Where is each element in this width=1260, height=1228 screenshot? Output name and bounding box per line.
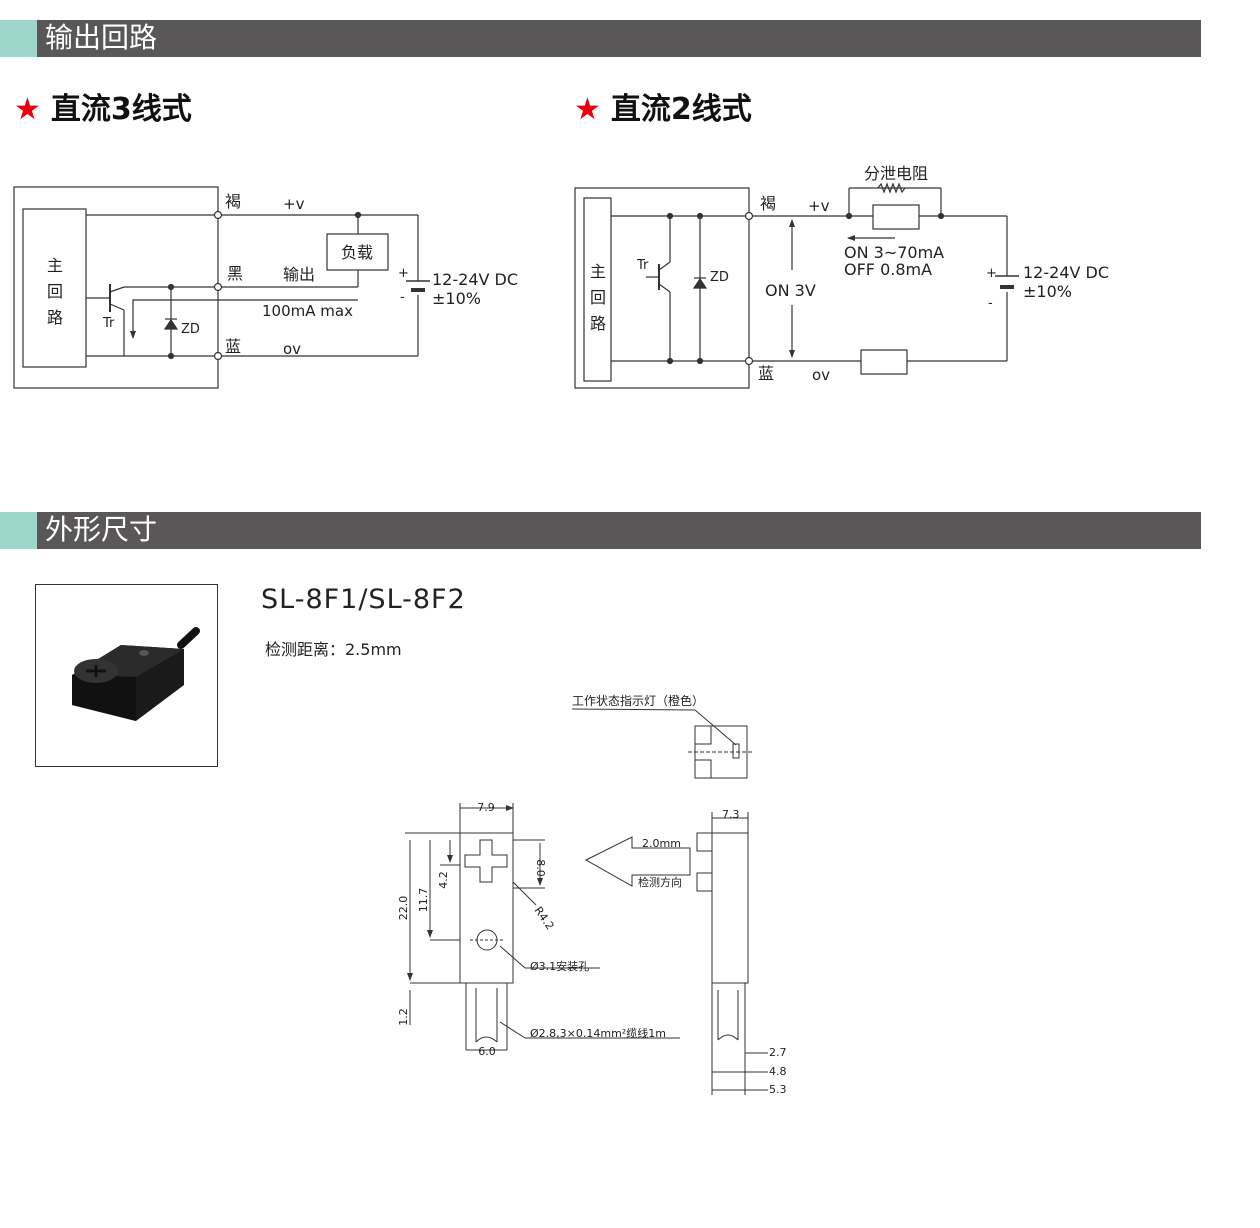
section-accent — [0, 20, 37, 57]
terminal-label: +v — [283, 195, 305, 213]
load-box — [326, 233, 389, 271]
transistor-emitter — [658, 283, 671, 293]
sense-direction-label: 检测方向 — [638, 875, 682, 889]
main-circuit-label: 主 — [47, 256, 63, 275]
zener-diode — [692, 277, 708, 289]
terminal-label: +v — [808, 197, 830, 215]
heading-dc-3wire: ★ 直流3线式 — [14, 92, 192, 128]
main-circuit-label: 主 — [590, 262, 606, 281]
dim-label: 11.7 — [417, 888, 430, 913]
wire-color-label: 黑 — [227, 264, 243, 283]
cross-mark — [464, 839, 508, 883]
dim-label: 4.2 — [437, 871, 450, 889]
front-view-body — [459, 832, 514, 984]
side-view-body — [711, 832, 749, 984]
hole-label: Ø3.1安装孔 — [530, 959, 589, 973]
terminal-label: ov — [812, 366, 830, 384]
circuit-2wire-labels: 主 回 路 Tr ZD 褐 +v 蓝 ov 分泄电阻 ON 3~70mA OFF… — [590, 164, 1109, 384]
transistor-label: Tr — [636, 258, 649, 273]
bleeder-resistor — [872, 204, 920, 230]
dim-label: 6.0 — [478, 1045, 496, 1058]
bleeder-label: 分泄电阻 — [864, 164, 928, 183]
dimension-labels: 工作状态指示灯（橙色） 7.9 7.3 8.0 4.2 11.7 22.0 1.… — [397, 693, 787, 1096]
radius-label: R4.2 — [532, 904, 557, 932]
section-header-dimensions: 外形尺寸 — [0, 512, 1201, 549]
transistor-label: Tr — [102, 316, 115, 331]
dimension-drawing — [405, 708, 768, 1095]
zener-label: ZD — [710, 270, 729, 285]
section-accent — [0, 512, 37, 549]
circuit-2wire — [574, 182, 1019, 389]
supply-label: 12-24V DC — [1023, 263, 1109, 282]
transistor-collector — [658, 261, 671, 271]
dim-label: 7.9 — [477, 801, 495, 814]
polarity-label: - — [400, 290, 405, 305]
wire-color-label: 褐 — [225, 192, 241, 211]
section-title: 输出回路 — [45, 21, 158, 54]
indicator-label: 工作状态指示灯（橙色） — [572, 693, 704, 708]
zener-diode — [163, 318, 179, 330]
wire-color-label: 蓝 — [225, 337, 241, 356]
section-title: 外形尺寸 — [45, 513, 158, 546]
dim-label: 8.0 — [534, 859, 547, 877]
main-circuit-label: 路 — [47, 308, 63, 327]
sensor-image — [72, 627, 200, 721]
sensor-frame — [574, 187, 750, 389]
off-current-label: OFF 0.8mA — [844, 260, 932, 279]
dim-label: 4.8 — [769, 1065, 787, 1078]
detect-direction-arrow — [584, 836, 691, 887]
product-model: SL-8F1/SL-8F2 — [261, 584, 466, 615]
terminal-label: ov — [283, 340, 301, 358]
star-icon: ★ — [14, 92, 41, 127]
load-resistor — [860, 349, 908, 375]
dim-label: 5.3 — [769, 1083, 787, 1096]
star-icon: ★ — [574, 92, 601, 127]
heading-dc-2wire: ★ 直流2线式 — [574, 92, 752, 128]
terminal-label: 输出 — [283, 265, 315, 284]
section-header-output: 输出回路 — [0, 20, 1201, 57]
cable-label: Ø2.8,3×0.14mm²缆线1m — [530, 1026, 666, 1040]
heading-text: 直流2线式 — [610, 92, 752, 127]
current-label: 100mA max — [262, 302, 353, 320]
bleeder-zigzag — [877, 182, 906, 194]
transistor-collector — [109, 286, 125, 293]
load-label: 负载 — [341, 243, 373, 262]
sense-distance-label: 2.0mm — [642, 837, 681, 850]
dim-label: 7.3 — [722, 808, 740, 821]
tolerance-label: ±10% — [1023, 282, 1072, 301]
transistor-emitter — [109, 303, 125, 311]
on-voltage-label: ON 3V — [765, 281, 816, 300]
on-current-label: ON 3~70mA — [844, 243, 944, 262]
dim-label: 22.0 — [397, 896, 410, 921]
heading-text: 直流3线式 — [50, 92, 192, 127]
main-circuit-box — [583, 197, 612, 382]
polarity-label: - — [988, 296, 993, 311]
main-circuit-label: 路 — [590, 314, 606, 333]
current-line — [132, 299, 358, 336]
wire-color-label: 褐 — [760, 194, 776, 213]
main-circuit-label: 回 — [47, 282, 63, 301]
circuit-3wire-labels: 主 回 路 Tr ZD 褐 +v 黑 输出 蓝 ov 负载 100mA max … — [47, 192, 518, 358]
polarity-label: + — [986, 266, 997, 281]
circuit-3wire — [13, 186, 430, 389]
product-photo — [35, 584, 218, 767]
wire-color-label: 蓝 — [758, 364, 774, 383]
main-circuit-box — [22, 208, 87, 368]
indicator-led — [732, 743, 740, 759]
main-circuit-label: 回 — [590, 288, 606, 307]
zener-label: ZD — [181, 322, 200, 337]
detection-range: 检测距离：2.5mm — [265, 640, 402, 659]
dim-label: 2.7 — [769, 1046, 787, 1059]
supply-label: 12-24V DC — [432, 270, 518, 289]
dim-label: 1.2 — [397, 1008, 410, 1026]
polarity-label: + — [398, 266, 409, 281]
tolerance-label: ±10% — [432, 289, 481, 308]
